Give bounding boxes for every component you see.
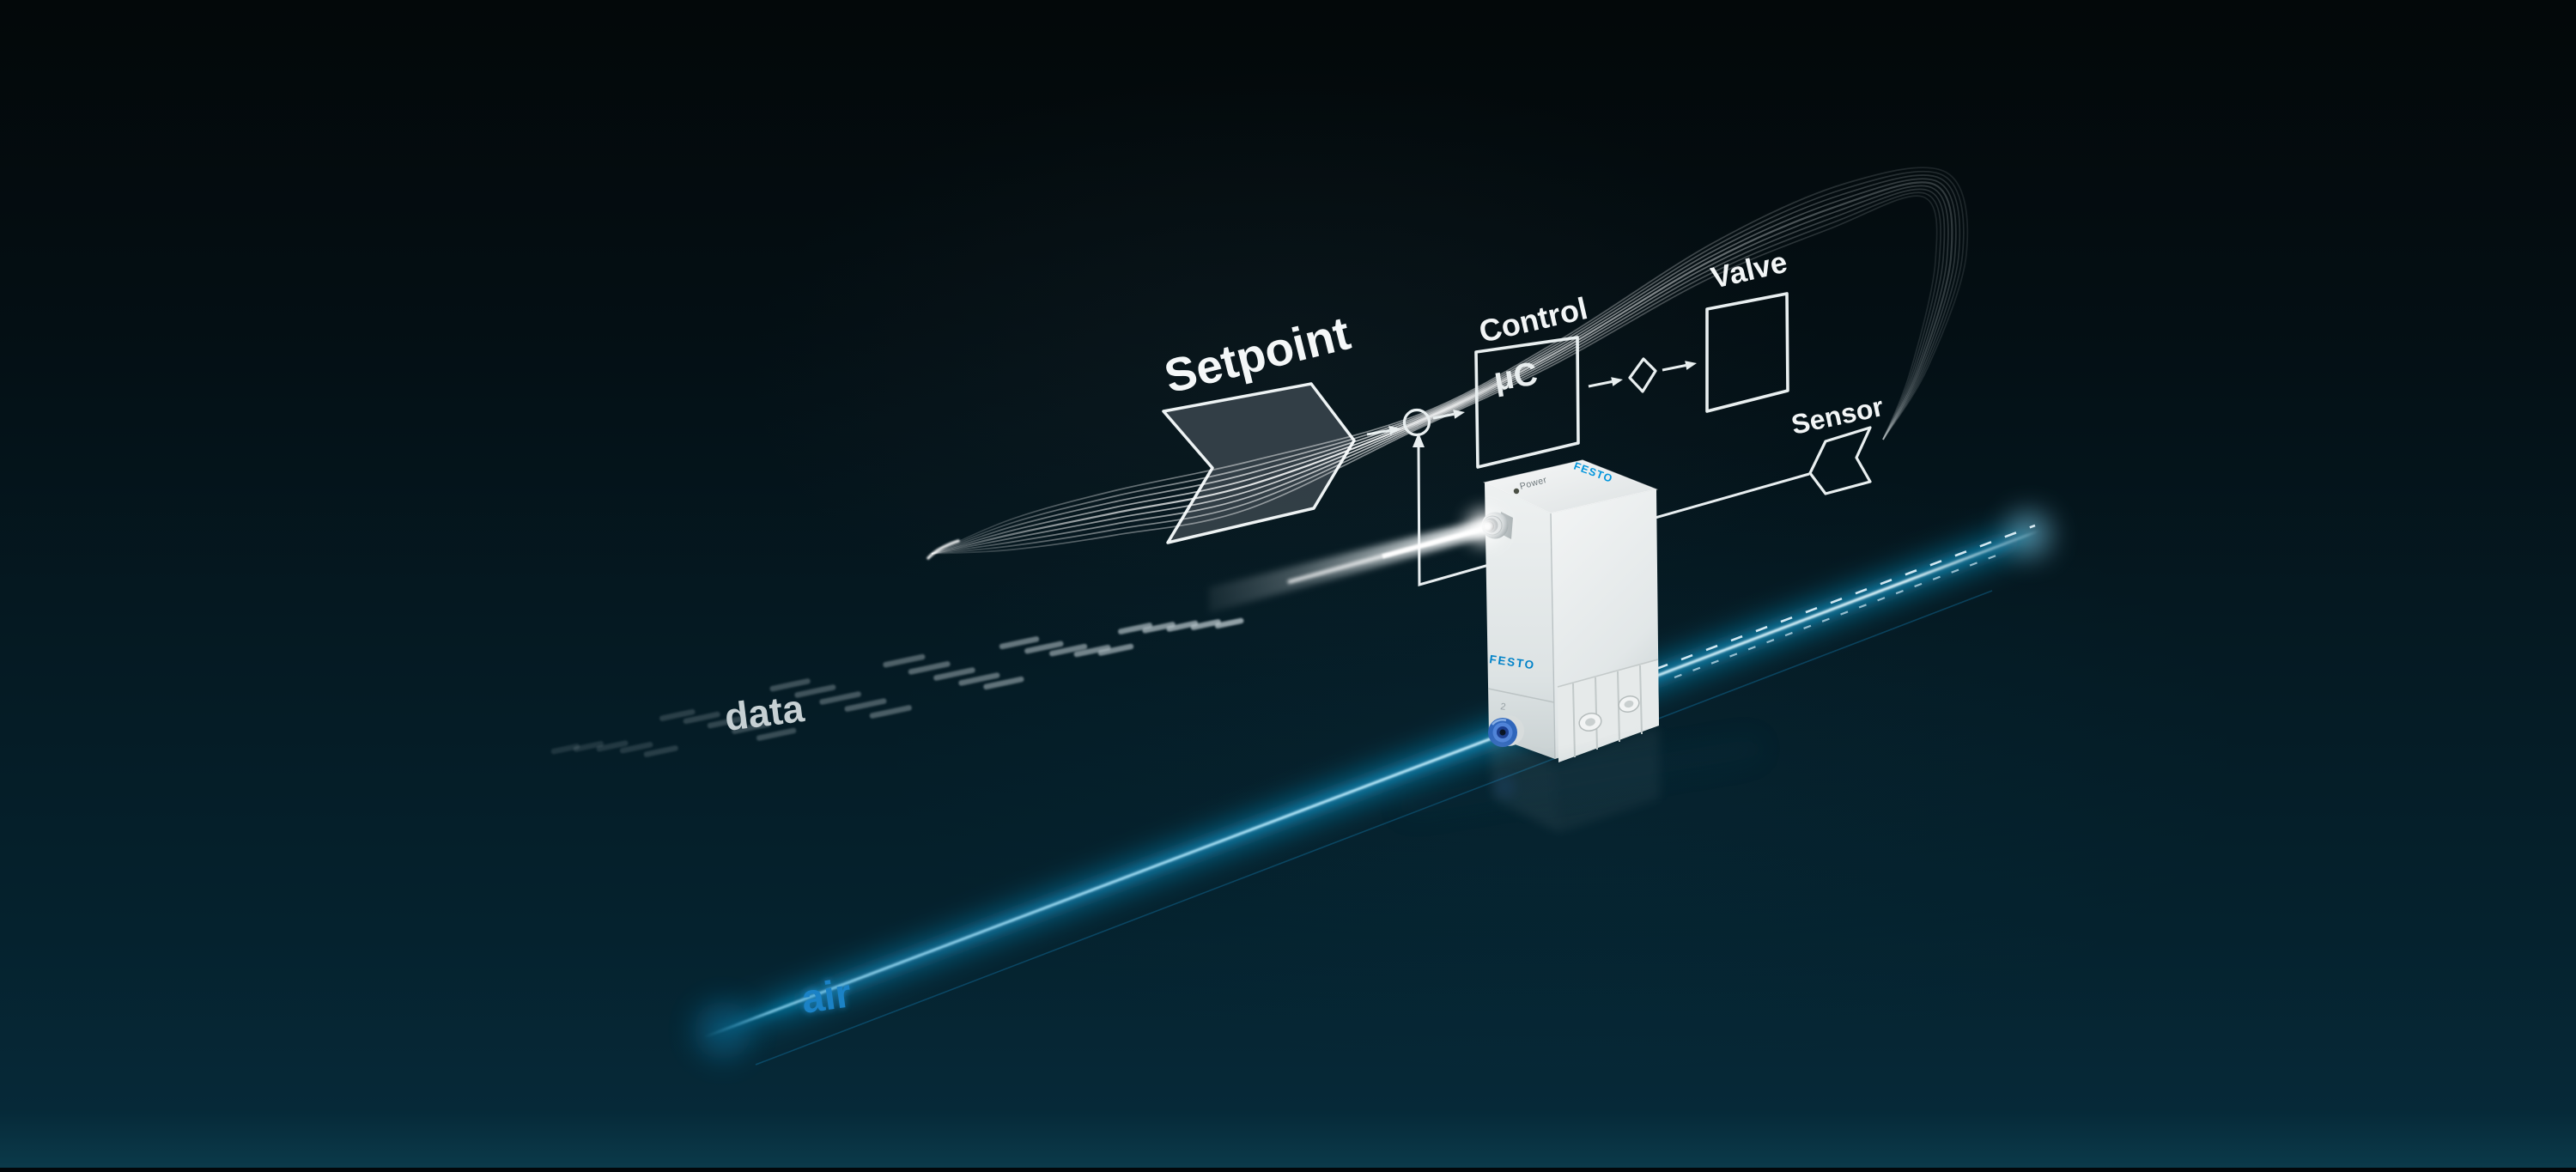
data-dash xyxy=(1024,641,1064,654)
device-manifold xyxy=(1557,659,1659,762)
arrow-head xyxy=(1685,361,1697,370)
data-dash xyxy=(908,661,951,675)
proportional-valve-device: FESTO Power FESTO 2 xyxy=(1467,459,1659,762)
data-dash xyxy=(1142,622,1176,634)
data-dash xyxy=(1073,644,1111,658)
data-dash xyxy=(958,672,1000,686)
data-dash xyxy=(769,678,811,692)
diagram-arrows xyxy=(1366,361,1697,436)
data-dash xyxy=(756,727,797,741)
sensor-arrow-shape xyxy=(1808,426,1872,495)
swoosh-strand xyxy=(931,185,1949,555)
data-dash xyxy=(999,636,1040,650)
swoosh-strand xyxy=(931,181,1953,556)
data-dash xyxy=(659,708,696,721)
air-line xyxy=(694,512,2051,1066)
air-label-glow: air xyxy=(799,969,854,1021)
data-dash xyxy=(1118,622,1153,635)
air-dashed-line-top xyxy=(1631,524,2036,680)
valve-label: Valve xyxy=(1708,246,1790,295)
swoosh-strand xyxy=(931,167,1969,555)
data-dash xyxy=(1048,643,1088,657)
data-dash xyxy=(1190,619,1221,630)
air-line-secondary xyxy=(755,590,1993,1066)
data-dash xyxy=(844,698,887,712)
data-dash xyxy=(869,705,912,719)
data-dash xyxy=(883,653,926,668)
arrow-head xyxy=(1388,425,1400,435)
swoosh-strand xyxy=(931,191,1941,555)
device-brand-side: FESTO xyxy=(1489,653,1536,671)
device-left-face xyxy=(1485,483,1555,759)
device-seam-line xyxy=(1487,688,1555,703)
data-stream xyxy=(550,617,1244,757)
data-dash xyxy=(619,742,653,754)
data-dash xyxy=(643,745,678,757)
swoosh-strand xyxy=(931,188,1946,555)
data-dash xyxy=(1166,620,1199,632)
swoosh-strand xyxy=(931,174,1961,555)
data-dash xyxy=(794,684,836,698)
swoosh-strand xyxy=(931,178,1957,555)
data-dash xyxy=(550,744,580,755)
feedback-arrowhead xyxy=(1413,433,1425,447)
microcontroller-label: μC xyxy=(1492,355,1540,398)
swoosh-strand xyxy=(931,170,1965,555)
data-dash xyxy=(1097,643,1134,656)
setpoint-label: Setpoint xyxy=(1159,306,1355,403)
data-dash xyxy=(707,715,746,729)
swoosh-tip-highlight xyxy=(927,539,960,560)
arrow-line xyxy=(1432,412,1455,420)
sensor-label: Sensor xyxy=(1789,391,1886,440)
arrow-line xyxy=(1588,380,1613,388)
decision-diamond xyxy=(1628,357,1657,393)
arrow-head xyxy=(1611,377,1623,386)
valve-box xyxy=(1705,292,1789,413)
floor-reflection xyxy=(1397,726,1763,833)
arrow-line xyxy=(1366,428,1390,436)
feedback-path xyxy=(1417,445,1810,586)
data-dash xyxy=(573,741,605,752)
data-dash xyxy=(683,711,720,725)
data-dash xyxy=(732,721,771,734)
port-number-label: 2 xyxy=(1500,701,1507,713)
air-line-end-glow xyxy=(2007,512,2051,556)
air-stream-label: air xyxy=(799,969,854,1021)
data-dash xyxy=(596,740,629,752)
arrow-head xyxy=(1453,410,1465,419)
power-led xyxy=(1513,488,1520,495)
data-beam xyxy=(1209,517,1495,613)
data-dash xyxy=(819,691,861,705)
data-dash xyxy=(933,667,975,681)
summing-junction xyxy=(1402,408,1431,437)
setpoint-arrow-shape xyxy=(1162,382,1356,544)
control-box xyxy=(1474,336,1580,469)
block-diagram xyxy=(1402,292,1872,495)
data-dash xyxy=(1214,617,1244,629)
signal-swoosh-lines xyxy=(931,167,1969,556)
air-line-start-glow xyxy=(694,1001,752,1060)
data-dash xyxy=(983,676,1024,690)
data-stream-label: data xyxy=(722,686,807,739)
swoosh-strand xyxy=(931,195,1938,555)
m8-connector xyxy=(1467,510,1513,544)
arrow-line xyxy=(1662,364,1686,372)
